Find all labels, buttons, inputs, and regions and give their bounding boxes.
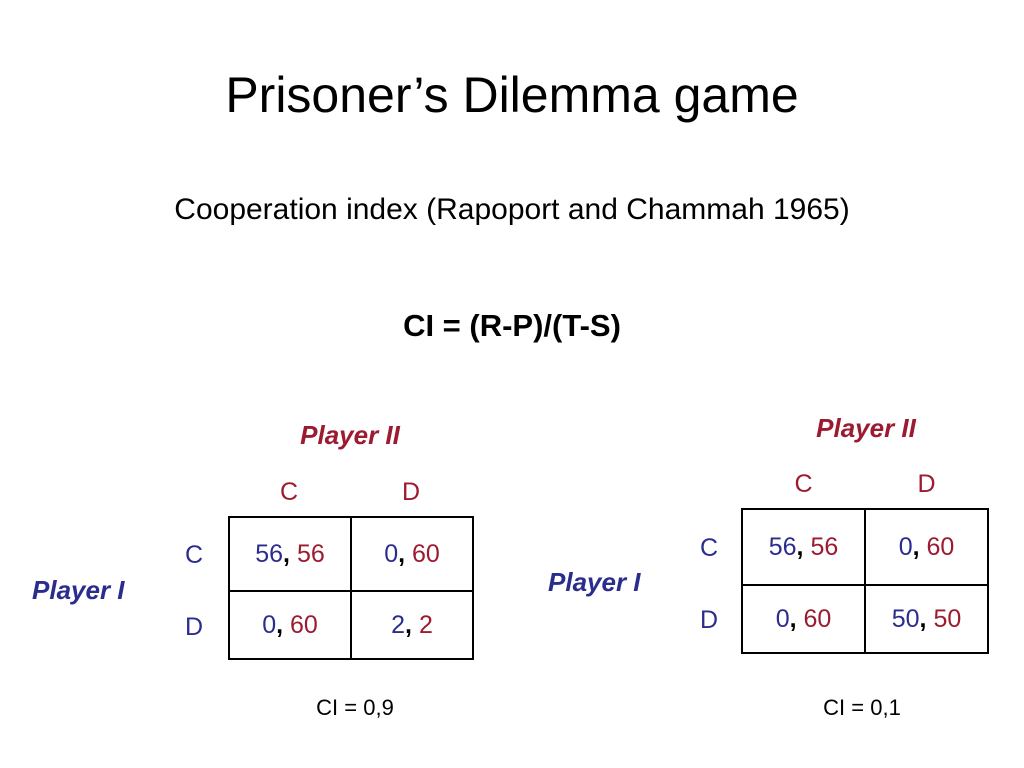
player-two-payoff: 2 bbox=[418, 610, 433, 639]
player-one-payoff: 0 bbox=[898, 532, 913, 561]
player-one-payoff: 0 bbox=[384, 539, 399, 568]
player-two-payoff: 60 bbox=[803, 604, 832, 633]
payoff-cell: 0, 60 bbox=[228, 590, 352, 660]
player-one-payoff: 0 bbox=[775, 604, 790, 633]
player-two-payoff: 60 bbox=[926, 532, 955, 561]
slide-subtitle: Cooperation index (Rapoport and Chammah … bbox=[174, 193, 850, 226]
payoff-matrix: 56, 56 0, 60 0, 60 2, 2 bbox=[228, 516, 474, 660]
separator: , bbox=[796, 532, 804, 561]
player-one-payoff: 2 bbox=[391, 610, 406, 639]
separator: , bbox=[912, 532, 920, 561]
payoff-matrix: 56, 56 0, 60 0, 60 50, 50 bbox=[741, 508, 989, 654]
player-two-label: Player II bbox=[300, 420, 400, 450]
column-header-c: C bbox=[279, 478, 299, 506]
payoff-cell: 56, 56 bbox=[228, 516, 352, 592]
separator: , bbox=[283, 539, 290, 568]
payoff-cell: 0, 60 bbox=[864, 508, 989, 586]
row-header-d: D bbox=[185, 613, 204, 641]
player-one-payoff: 56 bbox=[255, 539, 284, 568]
row-header-d: D bbox=[700, 606, 719, 634]
player-two-payoff: 60 bbox=[412, 539, 440, 568]
player-two-payoff: 56 bbox=[810, 532, 839, 561]
payoff-cell: 50, 50 bbox=[864, 584, 989, 654]
payoff-cell: 0, 60 bbox=[350, 516, 474, 592]
column-header-d: D bbox=[401, 478, 421, 506]
separator: , bbox=[398, 539, 406, 568]
payoff-cell: 0, 60 bbox=[741, 584, 866, 654]
cooperation-index: CI = 0,9 bbox=[316, 695, 394, 720]
player-one-label: Player I bbox=[32, 575, 125, 605]
column-header-d: D bbox=[917, 470, 936, 498]
slide-title: Prisoner’s Dilemma game bbox=[225, 67, 799, 123]
formula: CI = (R-P)/(T-S) bbox=[403, 308, 621, 343]
payoff-cell: 56, 56 bbox=[741, 508, 866, 586]
player-two-payoff: 50 bbox=[933, 604, 962, 633]
row-header-c: C bbox=[185, 541, 204, 569]
separator: , bbox=[276, 610, 284, 639]
player-one-payoff: 56 bbox=[768, 532, 797, 561]
player-two-payoff: 56 bbox=[296, 539, 325, 568]
player-two-payoff: 60 bbox=[290, 610, 318, 639]
separator: , bbox=[919, 604, 927, 633]
separator: , bbox=[789, 604, 797, 633]
cooperation-index: CI = 0,1 bbox=[823, 695, 901, 720]
player-one-payoff: 50 bbox=[891, 604, 920, 633]
player-one-payoff: 0 bbox=[262, 610, 277, 639]
player-two-label: Player II bbox=[816, 413, 916, 443]
player-one-label: Player I bbox=[548, 567, 641, 597]
column-header-c: C bbox=[794, 470, 813, 498]
row-header-c: C bbox=[700, 534, 719, 562]
separator: , bbox=[405, 610, 412, 639]
payoff-cell: 2, 2 bbox=[350, 590, 474, 660]
